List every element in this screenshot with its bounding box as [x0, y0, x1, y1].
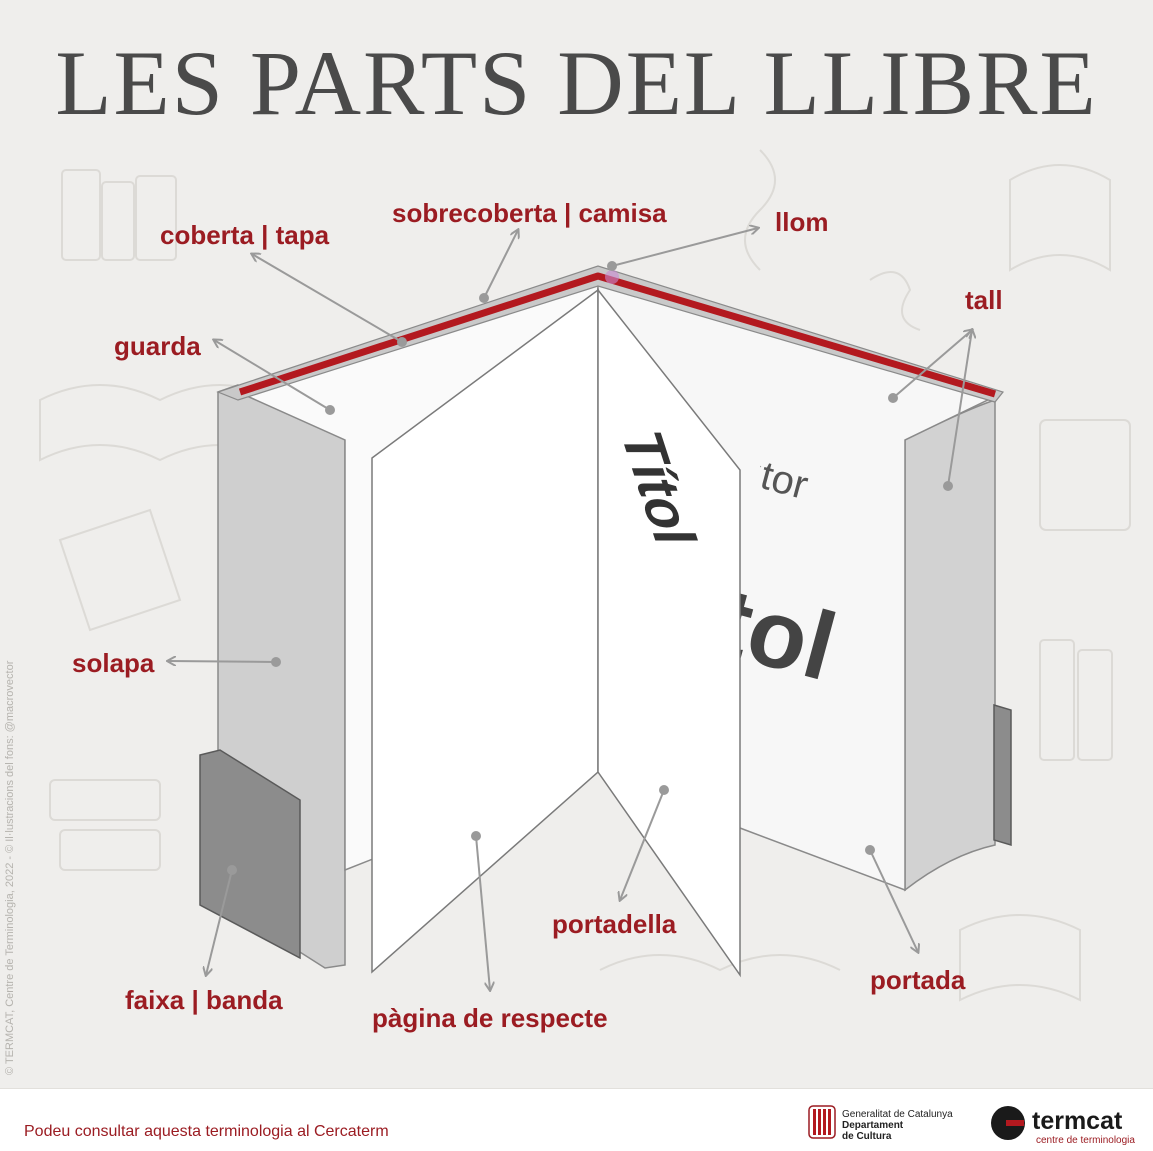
- leader-faixa: [206, 869, 233, 975]
- leader-guarda: [214, 340, 331, 411]
- label-coberta: coberta | tapa: [160, 220, 330, 250]
- generalitat-line1: Generalitat de Catalunya: [842, 1109, 953, 1120]
- belly-band-right: [993, 703, 1012, 847]
- generalitat-text: Generalitat de Catalunya Departament de …: [842, 1109, 953, 1142]
- termcat-subtitle: centre de terminologia: [1036, 1135, 1135, 1146]
- book-illustration: Autor Títol Editorial Títol: [199, 265, 1012, 978]
- cercaterm-link[interactable]: Podeu consultar aquesta terminologia al …: [24, 1123, 389, 1140]
- page-title: LES PARTS DEL LLIBRE: [55, 32, 1098, 134]
- label-sobrecoberta: sobrecoberta | camisa: [392, 198, 667, 228]
- label-pagina-respecte: pàgina de respecte: [372, 1003, 608, 1033]
- generalitat-logo: Generalitat de Catalunya Departament de …: [808, 1105, 968, 1145]
- generalitat-line2: Departament: [842, 1120, 904, 1131]
- leader-portada: [869, 849, 918, 952]
- label-llom: llom: [775, 207, 829, 237]
- termcat-circle-icon: [991, 1106, 1025, 1140]
- top-edge-cover: [216, 265, 1005, 403]
- generalitat-line3: de Cultura: [842, 1131, 892, 1142]
- leader-respecte: [475, 835, 490, 990]
- leader-portadella: [620, 789, 665, 900]
- label-guarda: guarda: [114, 331, 201, 361]
- label-portada: portada: [870, 965, 966, 995]
- half-title-page: [597, 287, 741, 978]
- label-faixa: faixa | banda: [125, 985, 283, 1015]
- footer: Podeu consultar aquesta terminologia al …: [0, 1088, 1153, 1151]
- red-endpaper-edge: [238, 272, 996, 398]
- leader-coberta: [252, 254, 403, 343]
- leader-llom: [611, 228, 758, 267]
- leader-tall-2: [947, 330, 972, 487]
- leader-tall-1: [892, 330, 972, 399]
- copyright-note: © TERMCAT, Centre de Terminologia, 2022 …: [4, 660, 16, 1075]
- termcat-brand: termcat: [1032, 1107, 1123, 1135]
- label-solapa: solapa: [72, 648, 155, 678]
- generalitat-emblem-icon: [808, 1105, 836, 1139]
- leader-dots: [227, 261, 953, 875]
- leader-lines: [168, 228, 972, 990]
- spine-mark: [605, 270, 619, 284]
- belly-band: [199, 749, 301, 960]
- leader-solapa: [168, 661, 277, 662]
- termcat-logo: termcat centre de terminologia: [990, 1105, 1150, 1146]
- leader-sobrecoberta: [483, 230, 518, 299]
- label-tall: tall: [965, 285, 1003, 315]
- label-portadella: portadella: [552, 909, 677, 939]
